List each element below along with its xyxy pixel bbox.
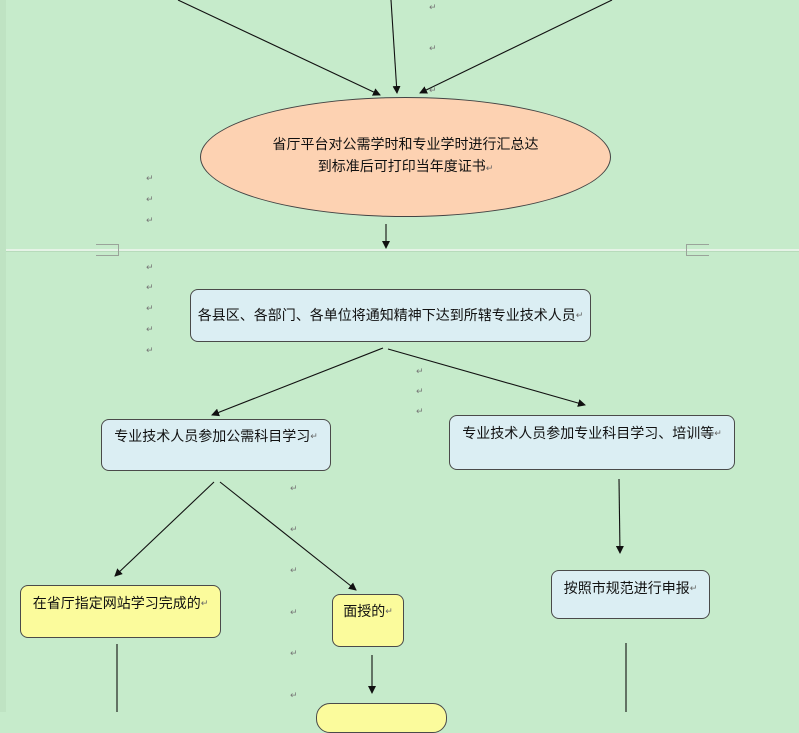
return-mark: ↵ (385, 607, 393, 617)
notify-box: 各县区、各部门、各单位将通知精神下达到所辖专业技术人员↵ (190, 289, 591, 342)
paragraph-mark: ↵ (290, 649, 298, 659)
paragraph-mark: ↵ (146, 283, 154, 293)
arrow-top-left (177, 0, 381, 96)
paragraph-mark: ↵ (429, 44, 437, 54)
arrow-top-right (419, 0, 613, 94)
paragraph-mark: ↵ (146, 174, 154, 184)
return-mark: ↵ (575, 310, 584, 321)
paragraph-mark: ↵ (146, 263, 154, 273)
paragraph-mark: ↵ (146, 216, 154, 226)
paragraph-mark: ↵ (146, 304, 154, 314)
arrow-notify-professional (387, 348, 586, 407)
page-break-line (6, 249, 799, 251)
margin-corner-left (96, 244, 119, 256)
online-complete-box: 在省厅指定网站学习完成的↵ (20, 585, 221, 638)
paragraph-mark: ↵ (416, 367, 424, 377)
next-step-box-partial (316, 703, 447, 733)
arrow-public-online (114, 481, 215, 577)
paragraph-mark: ↵ (429, 86, 437, 96)
paragraph-mark: ↵ (290, 525, 298, 535)
professional-study-text: 专业技术人员参加专业科目学习、培训等 (462, 426, 715, 442)
return-mark: ↵ (714, 429, 722, 439)
flow-arrows (114, 0, 627, 712)
summary-ellipse: 省厅平台对公需学时和专业学时进行汇总达 到标准后可打印当年度证书↵ (200, 97, 611, 217)
city-report-box: 按照市规范进行申报↵ (551, 570, 710, 619)
return-mark: ↵ (310, 432, 318, 442)
professional-study-box: 专业技术人员参加专业科目学习、培训等↵ (449, 415, 735, 470)
online-complete-text: 在省厅指定网站学习完成的 (32, 596, 201, 612)
paragraph-mark: ↵ (146, 325, 154, 335)
arrow-public-face (219, 481, 357, 591)
arrow-professional-report (615, 478, 624, 554)
paragraph-mark: ↵ (416, 387, 424, 397)
face-to-face-text: 面授的 (343, 604, 386, 620)
paragraph-mark: ↵ (290, 608, 298, 618)
public-study-box: 专业技术人员参加公需科目学习↵ (101, 419, 331, 471)
page-left-strip (0, 0, 6, 712)
margin-corner-right (686, 244, 709, 256)
return-mark: ↵ (689, 584, 698, 594)
page-break-shadow (6, 251, 799, 252)
city-report-text: 按照市规范进行申报 (563, 581, 690, 597)
public-study-text: 专业技术人员参加公需科目学习 (114, 429, 311, 445)
face-to-face-box: 面授的↵ (332, 594, 404, 647)
return-mark: ↵ (200, 599, 209, 609)
notify-text: 各县区、各部门、各单位将通知精神下达到所辖专业技术人员 (197, 307, 576, 324)
paragraph-mark: ↵ (416, 407, 424, 417)
return-mark: ↵ (485, 164, 494, 174)
arrow-top-mid (390, 0, 401, 94)
paragraph-mark: ↵ (146, 346, 154, 356)
ellipse-line-2: 到标准后可打印当年度证书 (317, 159, 486, 175)
paragraph-mark: ↵ (146, 195, 154, 205)
arrow-notify-public (211, 347, 384, 417)
paragraph-mark: ↵ (290, 691, 298, 701)
paragraph-mark: ↵ (290, 566, 298, 576)
paragraph-mark: ↵ (429, 3, 437, 13)
ellipse-line-1: 省厅平台对公需学时和专业学时进行汇总达 (272, 137, 539, 153)
paragraph-mark: ↵ (290, 484, 298, 494)
